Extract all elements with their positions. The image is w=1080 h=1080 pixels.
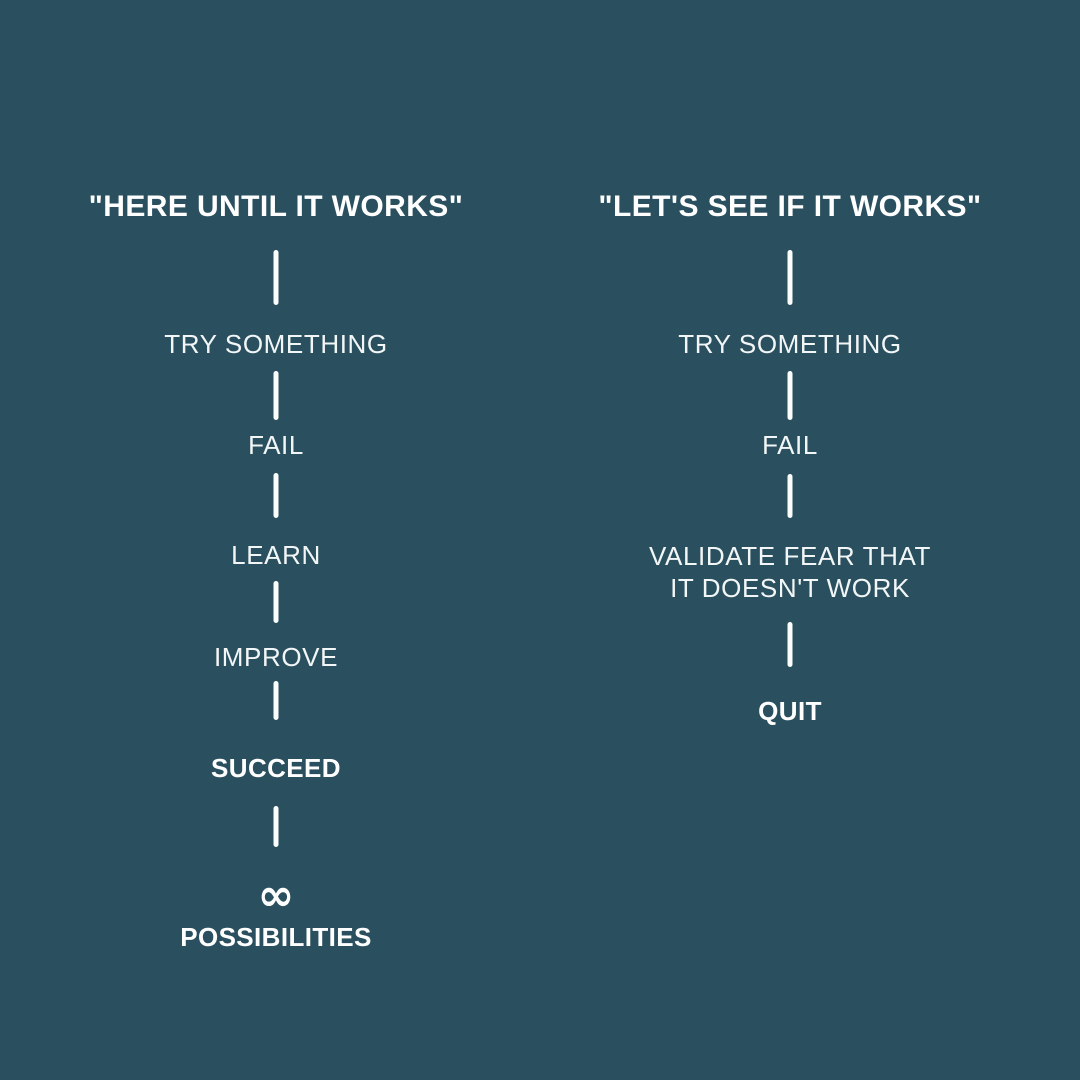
flow-connector-line — [273, 581, 279, 623]
flow-column-lets-see-if-it-works: "LET'S SEE IF IT WORKS" TRY SOMETHING FA… — [590, 0, 990, 1080]
flow-connector-line — [273, 681, 279, 720]
step-improve: IMPROVE — [213, 642, 339, 672]
step-try-something: TRY SOMETHING — [164, 329, 388, 359]
column-title-here-until-it-works: "HERE UNTIL IT WORKS" — [88, 190, 464, 223]
flow-connector-line — [273, 250, 279, 305]
column-title-lets-see-if-it-works: "LET'S SEE IF IT WORKS" — [598, 190, 982, 223]
step-validate-fear-text: VALIDATE FEAR THAT IT DOESN'T WORK — [649, 541, 931, 603]
flow-connector-line — [787, 371, 793, 420]
flow-connector-line — [787, 474, 793, 518]
step-learn: LEARN — [231, 540, 321, 570]
infinity-symbol: ∞ — [257, 870, 295, 921]
flow-connector-line — [273, 371, 279, 420]
flow-connector-line — [273, 806, 279, 847]
step-fail: FAIL — [762, 430, 818, 460]
flow-column-here-until-it-works: "HERE UNTIL IT WORKS" TRY SOMETHING FAIL… — [76, 0, 476, 1080]
step-possibilities: POSSIBILITIES — [180, 922, 372, 952]
step-quit: QUIT — [758, 696, 822, 726]
step-fail: FAIL — [248, 430, 304, 460]
flow-connector-line — [787, 622, 793, 667]
flow-connector-line — [273, 473, 279, 518]
step-try-something: TRY SOMETHING — [678, 329, 902, 359]
step-succeed: SUCCEED — [211, 753, 341, 783]
step-validate-fear: VALIDATE FEAR THAT IT DOESN'T WORK — [590, 540, 990, 604]
flow-connector-line — [787, 250, 793, 305]
